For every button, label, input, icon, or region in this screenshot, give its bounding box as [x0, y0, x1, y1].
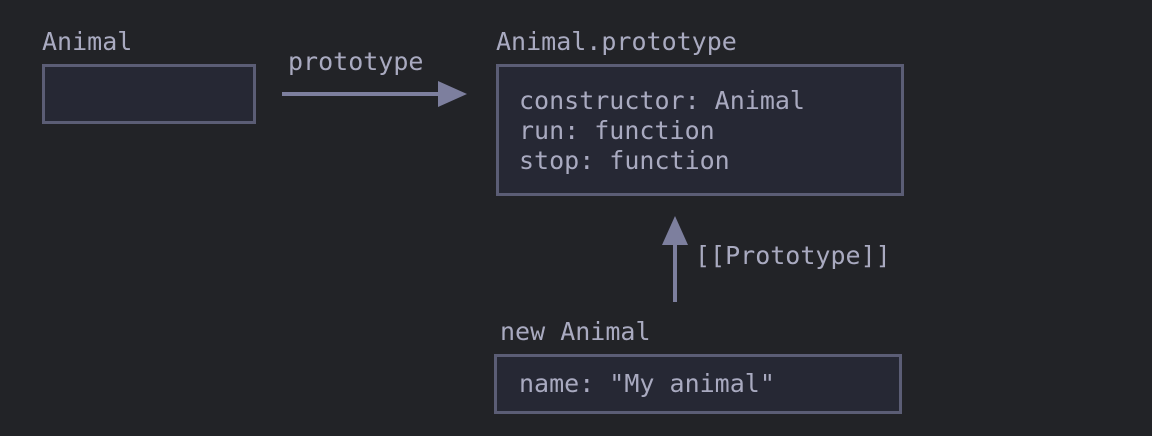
property-constructor: constructor: Animal — [519, 86, 805, 115]
animal-prototype-box: constructor: Animal run: function stop: … — [496, 64, 904, 196]
prototype-arrow — [282, 81, 467, 107]
property-name: name: "My animal" — [519, 369, 775, 398]
animal-prototype-title: Animal.prototype — [496, 27, 737, 56]
animal-box — [42, 64, 256, 124]
property-run: run: function — [519, 116, 715, 145]
animal-prototype-properties: constructor: Animal run: function stop: … — [519, 86, 805, 176]
property-stop: stop: function — [519, 146, 730, 175]
animal-title: Animal — [42, 27, 133, 56]
proto-link-label: [[Prototype]] — [695, 241, 891, 270]
new-animal-title: new Animal — [500, 317, 651, 346]
prototype-label: prototype — [288, 47, 424, 76]
new-animal-properties: name: "My animal" — [519, 369, 775, 399]
new-animal-box: name: "My animal" — [494, 354, 902, 414]
proto-arrow — [662, 216, 688, 302]
